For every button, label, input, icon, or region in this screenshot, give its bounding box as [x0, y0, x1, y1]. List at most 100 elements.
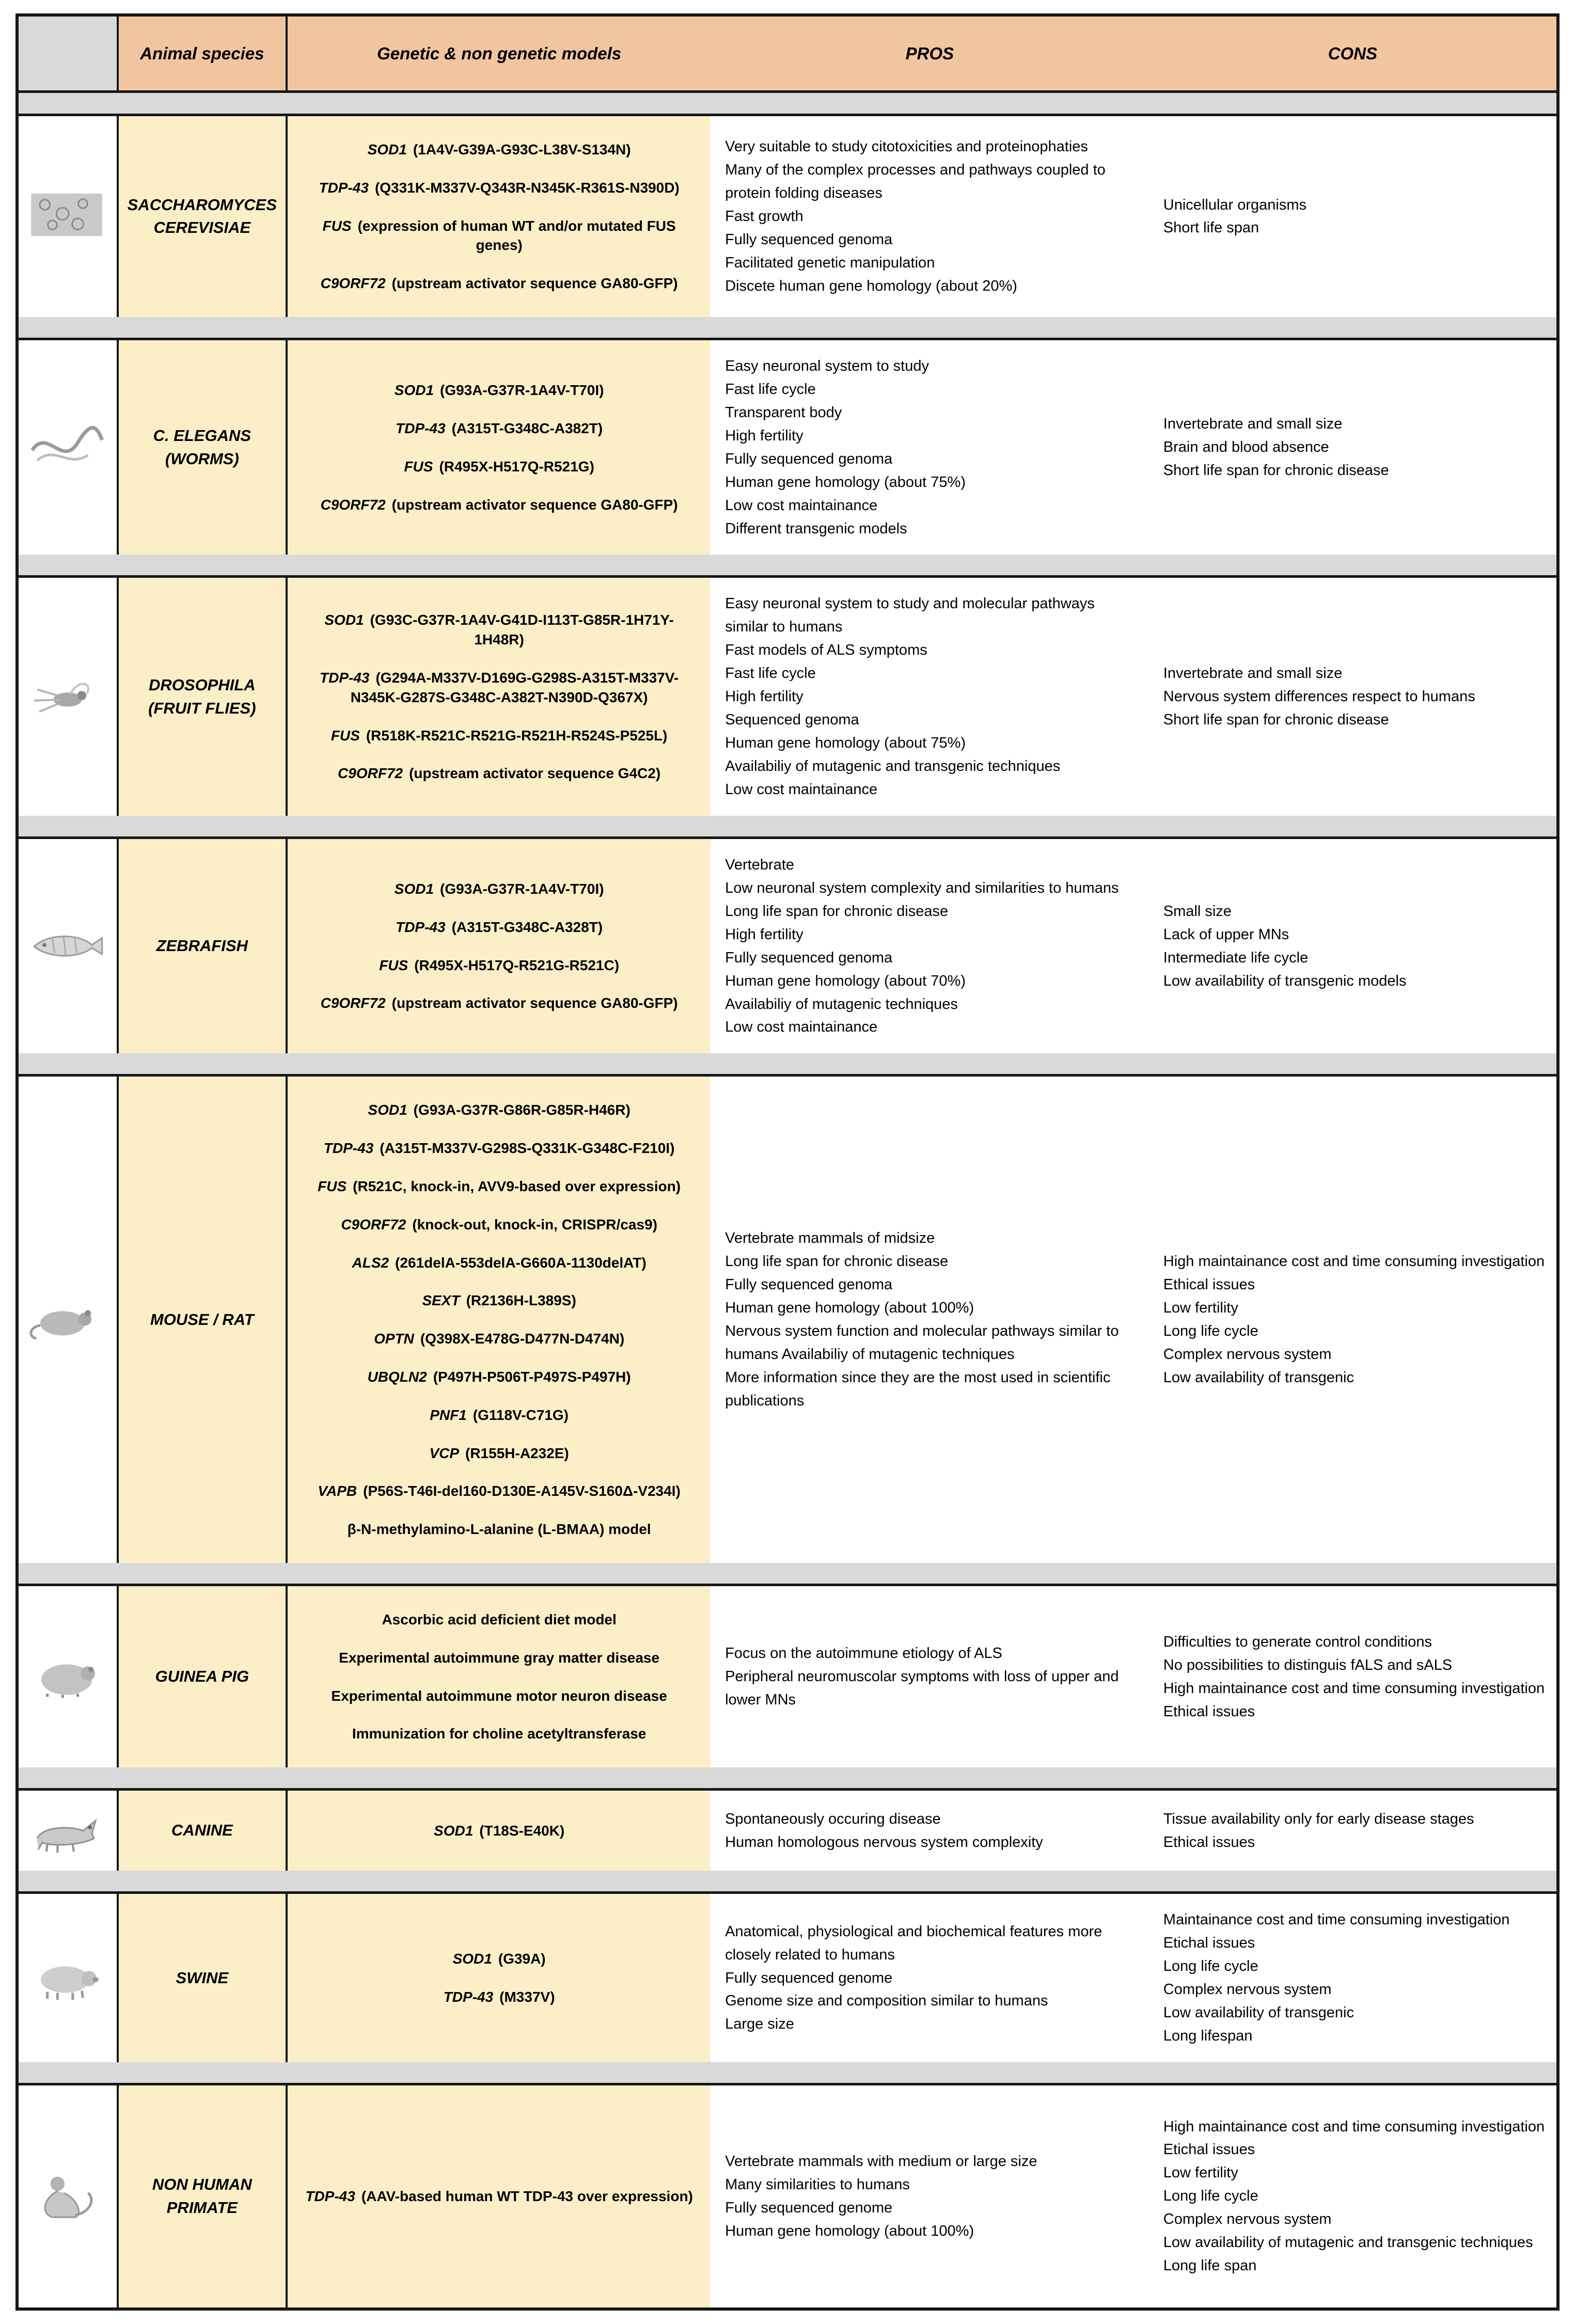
species-name: SACCHAROMYCES CEREVISIAE	[127, 195, 277, 237]
cons-item: High maintainance cost and time consumin…	[1163, 1253, 1545, 1270]
guinea-pig-sketch	[41, 1664, 95, 1698]
header-animal-species: Animal species	[118, 17, 288, 93]
gene-name: TDP-43	[396, 919, 446, 935]
species-name-cell: SACCHAROMYCES CEREVISIAE	[118, 116, 288, 317]
row-separator	[19, 1871, 1556, 1894]
cons-cell: Maintainance cost and time consuming inv…	[1148, 1894, 1556, 2062]
pros-item: Anatomical, physiological and biochemica…	[725, 1923, 1102, 1963]
gene-name: C9ORF72	[320, 995, 386, 1011]
table-row: NON HUMAN PRIMATE TDP-43(AAV-based human…	[19, 2085, 1556, 2307]
gene-name: FUS	[330, 727, 360, 744]
model-detail: (M337V)	[499, 1988, 555, 2005]
species-name: MOUSE / RAT	[150, 1310, 254, 1329]
pros-item: Discete human gene homology (about 20%)	[725, 277, 1017, 294]
species-name: NON HUMAN PRIMATE	[152, 2175, 252, 2217]
fruit-fly-sketch	[34, 683, 89, 713]
cons-item: Etichal issues	[1163, 2141, 1255, 2158]
gene-name: SOD1	[434, 1822, 474, 1839]
cons-item: Long life cycle	[1163, 1323, 1258, 1340]
pros-item: Easy neuronal system to study and molecu…	[725, 595, 1095, 636]
model-detail: β-N-methylamino-L-alanine (L-BMAA) model	[347, 1521, 651, 1538]
gene-name: SOD1	[394, 881, 434, 897]
models-cell: TDP-43(AAV-based human WT TDP-43 over ex…	[288, 2085, 711, 2307]
species-name-cell: CANINE	[118, 1791, 288, 1871]
row-separator	[19, 1767, 1556, 1791]
models-cell: SOD1(G93A-G37R-G86R-G85R-H46R)TDP-43(A31…	[288, 1077, 711, 1563]
pros-item: Different transgenic models	[725, 520, 907, 537]
species-image-cell	[19, 839, 119, 1054]
pros-item: Focus on the autoimmune etiology of ALS	[725, 1645, 1002, 1662]
cons-item: Low fertility	[1163, 2164, 1238, 2181]
gene-name: TDP-43	[320, 669, 370, 686]
model-entry: SOD1(T18S-E40K)	[301, 1821, 697, 1841]
models-cell: SOD1(G39A)TDP-43(M337V)	[288, 1894, 711, 2062]
table-row: SWINE SOD1(G39A)TDP-43(M337V) Anatomical…	[19, 1894, 1556, 2062]
model-detail: (R495X-H517Q-R521G-R521C)	[414, 957, 620, 973]
cons-item: Maintainance cost and time consuming inv…	[1163, 1911, 1510, 1928]
cons-item: Ethical issues	[1163, 1703, 1255, 1720]
cons-item: Complex nervous system	[1163, 2211, 1332, 2228]
model-detail: (G294A-M337V-D169G-G298S-A315T-M337V-N34…	[350, 669, 679, 705]
pros-item: Fully sequenced genome	[725, 1969, 893, 1986]
model-entry: C9ORF72(upstream activator sequence G4C2…	[301, 764, 697, 783]
row-separator	[19, 317, 1556, 340]
row-separator	[19, 1053, 1556, 1077]
row-separator	[19, 2062, 1556, 2085]
animal-models-table: Animal species Genetic & non genetic mod…	[15, 13, 1560, 2311]
pros-item: Fully sequenced genoma	[725, 231, 893, 248]
gene-name: VCP	[429, 1445, 460, 1461]
cons-item: Low availability of transgenic models	[1163, 972, 1407, 989]
model-detail: (G93A-G37R-G86R-G85R-H46R)	[413, 1102, 631, 1118]
row-separator	[19, 93, 1556, 116]
monkey-sketch	[44, 2176, 93, 2218]
species-name-cell: C. ELEGANS (WORMS)	[118, 340, 288, 555]
model-detail: (G93A-G37R-1A4V-T70I)	[440, 382, 604, 399]
models-cell: SOD1(1A4V-G39A-G93C-L38V-S134N)TDP-43(Q3…	[288, 116, 711, 317]
pros-item: Fully sequenced genome	[725, 2199, 893, 2216]
cons-item: Invertebrate and small size	[1163, 665, 1343, 682]
model-detail: Ascorbic acid deficient diet model	[382, 1611, 617, 1627]
gene-name: C9ORF72	[320, 496, 386, 513]
model-detail: (knock-out, knock-in, CRISPR/cas9)	[412, 1216, 657, 1232]
cons-item: Long life cycle	[1163, 1958, 1258, 1975]
model-entry: TDP-43(G294A-M337V-D169G-G298S-A315T-M33…	[301, 668, 697, 707]
table-row: DROSOPHILA (FRUIT FLIES) SOD1(G93C-G37R-…	[19, 578, 1556, 816]
worm-sketch	[30, 425, 104, 462]
model-detail: (P56S-T46I-del160-D130E-A145V-S160Δ-V234…	[363, 1483, 681, 1499]
model-entry: TDP-43(M337V)	[301, 1987, 697, 2007]
gene-name: TDP-43	[319, 179, 369, 196]
gene-name: TDP-43	[323, 1140, 374, 1157]
pros-item: High fertility	[725, 926, 804, 943]
model-detail: (R518K-R521C-R521G-R521H-R524S-P525L)	[366, 727, 668, 744]
mouse-sketch	[29, 1310, 91, 1340]
gene-name: PNF1	[430, 1406, 467, 1423]
cons-item: Small size	[1163, 903, 1232, 920]
cons-item: Long life cycle	[1163, 2188, 1258, 2205]
model-entry: ALS2(261delA-553delA-G660A-1130delAT)	[301, 1253, 697, 1273]
model-entry: SOD1(1A4V-G39A-G93C-L38V-S134N)	[301, 140, 697, 160]
gene-name: TDP-43	[396, 420, 446, 436]
model-entry: SOD1(G93A-G37R-1A4V-T70I)	[301, 381, 697, 400]
model-detail: Experimental autoimmune gray matter dise…	[339, 1649, 660, 1666]
pros-item: High fertility	[725, 427, 804, 444]
table-row: MOUSE / RAT SOD1 (G93A-G37R-G86R-G85R-H46…	[19, 1077, 1556, 1563]
pros-item: Vertebrate	[725, 856, 794, 873]
species-name-cell: SWINE	[118, 1894, 288, 2062]
pros-item: Fully sequenced genoma	[725, 450, 893, 467]
species-name: GUINEA PIG	[155, 1667, 249, 1686]
pros-item: Human homologous nervous system complexi…	[725, 1833, 1043, 1851]
models-cell: SOD1(G93C-G37R-1A4V-G41D-I113T-G85R-1H71…	[288, 578, 711, 816]
gene-name: UBQLN2	[367, 1369, 427, 1385]
model-entry: OPTN(Q398X-E478G-D477N-D474N)	[301, 1329, 697, 1349]
gene-name: SOD1	[368, 1102, 407, 1118]
model-entry: SOD1 (G93A-G37R-G86R-G85R-H46R)	[301, 1100, 697, 1120]
species-name: DROSOPHILA (FRUIT FLIES)	[148, 675, 256, 717]
gene-name: TDP-43	[305, 2188, 355, 2204]
zebrafish-sketch	[33, 935, 103, 957]
model-entry: C9ORF72(knock-out, knock-in, CRISPR/cas9…	[301, 1215, 697, 1235]
header-animal-species-label: Animal species	[140, 43, 264, 63]
gene-name: FUS	[322, 217, 352, 234]
